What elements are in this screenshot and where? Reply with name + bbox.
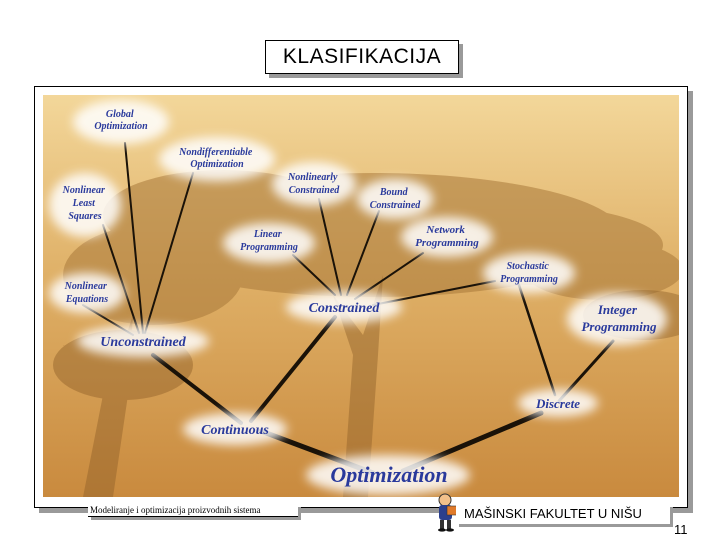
footer-course-name: Modeliranje i optimizacija proizvodnih s… bbox=[88, 504, 298, 517]
node-unconstrained: Unconstrained bbox=[100, 335, 187, 350]
footer-faculty-name: MAŠINSKI FAKULTET U NIŠU bbox=[456, 504, 670, 524]
node-discrete: Discrete bbox=[535, 396, 580, 411]
node-optimization: Optimization bbox=[330, 462, 447, 487]
diagram-frame: Global Optimization Nondifferentiable Op… bbox=[34, 86, 688, 508]
optimization-tree-svg: Global Optimization Nondifferentiable Op… bbox=[43, 95, 679, 497]
slide-title: KLASIFIKACIJA bbox=[265, 40, 459, 74]
optimization-tree-picture: Global Optimization Nondifferentiable Op… bbox=[43, 95, 679, 497]
page-number: 11 bbox=[674, 522, 688, 537]
node-constrained: Constrained bbox=[309, 301, 381, 316]
node-nondifferentiable-optimization: Nondifferentiable Optimization bbox=[178, 147, 255, 170]
node-continuous: Continuous bbox=[201, 423, 269, 438]
